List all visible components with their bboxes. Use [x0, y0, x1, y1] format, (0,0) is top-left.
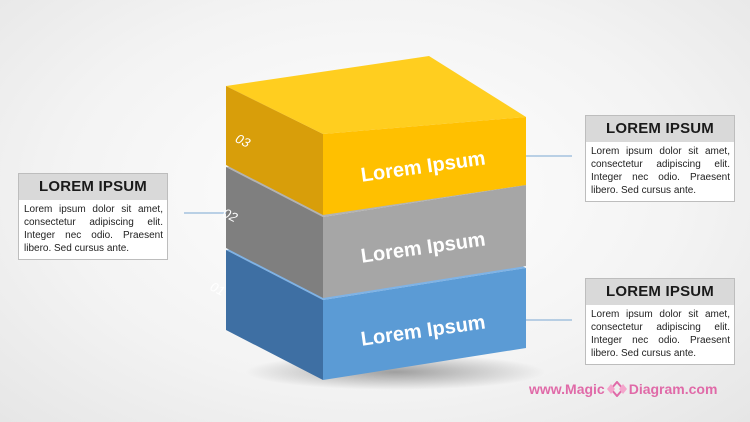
layer-02-front-face — [323, 185, 526, 298]
callout-title: LOREM IPSUM — [586, 279, 734, 305]
callout-body: Lorem ipsum dolor sit amet, consectetur … — [586, 142, 734, 201]
callout-bottom-right[interactable]: LOREM IPSUM Lorem ipsum dolor sit amet, … — [585, 278, 735, 365]
callout-left[interactable]: LOREM IPSUM Lorem ipsum dolor sit amet, … — [18, 173, 168, 260]
callout-title: LOREM IPSUM — [19, 174, 167, 200]
callout-top-right[interactable]: LOREM IPSUM Lorem ipsum dolor sit amet, … — [585, 115, 735, 202]
watermark[interactable]: www.Magic Diagram.com — [529, 380, 718, 398]
layer-03-front-face — [323, 117, 526, 215]
layer-02-side-face — [226, 167, 323, 298]
callout-body: Lorem ipsum dolor sit amet, consectetur … — [19, 200, 167, 259]
layer-number-01: 01 — [207, 280, 229, 299]
callout-title: LOREM IPSUM — [586, 116, 734, 142]
layer-01-side-face — [226, 250, 323, 380]
layer-03-side-face — [226, 86, 323, 215]
layer-01-front-face — [323, 268, 526, 380]
magic-diagram-logo-icon — [605, 380, 629, 398]
layer-block-03[interactable] — [226, 56, 526, 215]
callout-body: Lorem ipsum dolor sit amet, consectetur … — [586, 305, 734, 364]
layer-03-top-face — [226, 56, 526, 134]
watermark-prefix: www.Magic — [529, 381, 605, 397]
watermark-suffix: Diagram.com — [628, 381, 718, 397]
